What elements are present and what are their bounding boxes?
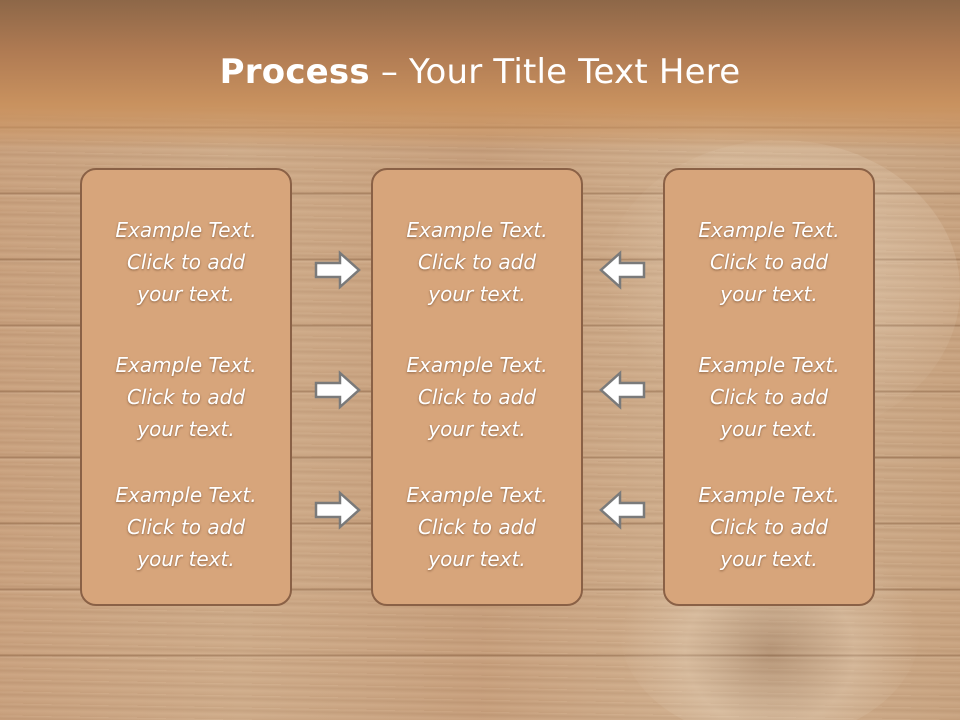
text-line: your text. (720, 417, 818, 441)
text-line: Click to add (417, 250, 537, 274)
title-rest: Your Title Text Here (409, 52, 741, 92)
text-line: Click to add (126, 385, 246, 409)
text-line: Click to add (709, 515, 829, 539)
text-line: your text. (137, 282, 235, 306)
text-line: Click to add (709, 250, 829, 274)
text-line: Click to add (417, 515, 537, 539)
text-item[interactable]: Example Text. Click to add your text. (665, 214, 873, 310)
text-line: your text. (428, 282, 526, 306)
text-line: your text. (137, 417, 235, 441)
title-bold: Process (219, 52, 370, 92)
text-line: Example Text. (698, 218, 840, 242)
text-line: Example Text. (115, 353, 257, 377)
left-arrow-icon (598, 490, 646, 530)
right-arrow-icon (314, 490, 362, 530)
text-item[interactable]: Example Text. Click to add your text. (82, 349, 290, 445)
text-line: your text. (720, 547, 818, 571)
text-line: Click to add (417, 385, 537, 409)
text-item[interactable]: Example Text. Click to add your text. (373, 349, 581, 445)
text-line: Example Text. (698, 353, 840, 377)
left-arrow-icon (598, 250, 646, 290)
text-item[interactable]: Example Text. Click to add your text. (665, 479, 873, 575)
text-line: Example Text. (115, 483, 257, 507)
text-line: Example Text. (406, 218, 548, 242)
text-item[interactable]: Example Text. Click to add your text. (82, 214, 290, 310)
text-line: Example Text. (406, 353, 548, 377)
text-item[interactable]: Example Text. Click to add your text. (373, 479, 581, 575)
right-arrow-icon (314, 250, 362, 290)
text-line: Click to add (126, 250, 246, 274)
text-item[interactable]: Example Text. Click to add your text. (82, 479, 290, 575)
slide-title[interactable]: Process – Your Title Text Here (0, 52, 960, 92)
title-separator: – (380, 52, 399, 92)
middle-text-box[interactable]: Example Text. Click to add your text. Ex… (371, 168, 583, 606)
text-line: Click to add (709, 385, 829, 409)
left-text-box[interactable]: Example Text. Click to add your text. Ex… (80, 168, 292, 606)
left-arrow-icon (598, 370, 646, 410)
text-line: your text. (720, 282, 818, 306)
text-line: Example Text. (406, 483, 548, 507)
text-line: Click to add (126, 515, 246, 539)
text-item[interactable]: Example Text. Click to add your text. (665, 349, 873, 445)
text-line: your text. (137, 547, 235, 571)
right-arrow-icon (314, 370, 362, 410)
text-line: Example Text. (115, 218, 257, 242)
title-bar (0, 0, 960, 150)
text-line: Example Text. (698, 483, 840, 507)
text-item[interactable]: Example Text. Click to add your text. (373, 214, 581, 310)
text-line: your text. (428, 417, 526, 441)
right-text-box[interactable]: Example Text. Click to add your text. Ex… (663, 168, 875, 606)
text-line: your text. (428, 547, 526, 571)
